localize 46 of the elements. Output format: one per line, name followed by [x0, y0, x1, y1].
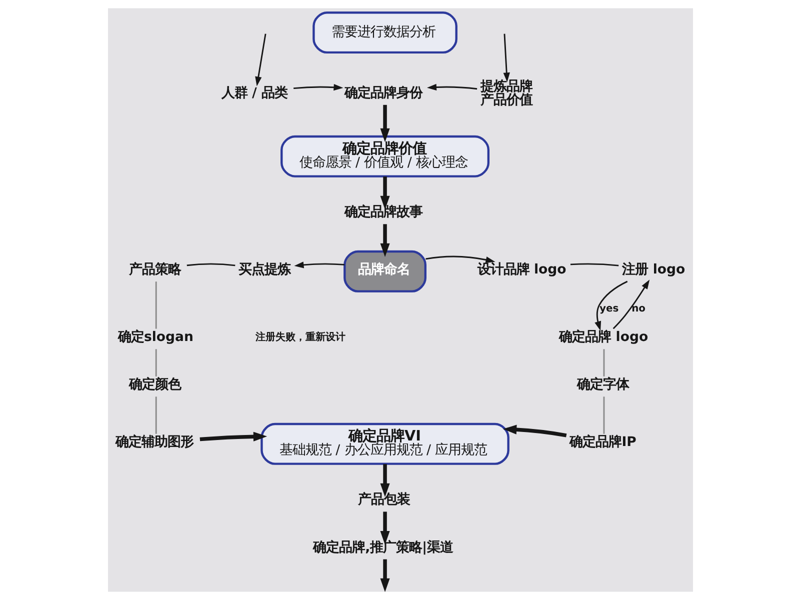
node-text: 确定slogan	[117, 330, 193, 346]
node-text: 确定品牌IP	[569, 435, 636, 450]
arrow	[502, 34, 510, 82]
arrow	[380, 176, 390, 210]
node-box: 品牌命名	[343, 250, 426, 292]
arrow	[380, 512, 390, 545]
arrow	[292, 84, 343, 91]
connector	[154, 349, 156, 376]
arrow	[425, 256, 495, 264]
connector	[570, 263, 618, 266]
node-box: 确定品牌VI 基础规范 / 办公应用规范 / 应用规范	[260, 422, 509, 465]
node-box: 确定品牌价值 使命愿景 / 价值观 / 核心理念	[280, 135, 490, 178]
connector	[154, 396, 156, 434]
arrow	[294, 262, 344, 268]
node-text: 产品策略	[128, 262, 181, 278]
arrow	[502, 424, 566, 438]
connector	[602, 349, 604, 376]
arrow	[426, 84, 477, 91]
arrow	[380, 224, 390, 257]
node-text: 确定品牌故事	[344, 205, 422, 220]
node-text: 买点提炼	[238, 262, 290, 278]
connector	[602, 396, 604, 434]
connector	[186, 263, 235, 266]
node-box: 需要进行数据分析	[312, 12, 457, 54]
node-text: 确定品牌 logo	[558, 330, 648, 346]
node-text: 产品包装	[357, 492, 410, 508]
arrow	[380, 559, 390, 592]
arrow	[594, 280, 628, 331]
arrow	[612, 280, 650, 330]
arrow	[254, 34, 266, 86]
label: 注册失败，重新设计	[255, 332, 346, 344]
node-text: 确定品牌身份	[344, 86, 422, 101]
node-text: 人群 / 品类	[220, 86, 287, 101]
node-text: 确定品牌,推广策略|渠道	[312, 540, 453, 556]
node-text: 设计品牌 logo	[476, 262, 566, 278]
node-text: 确定颜色	[128, 378, 181, 393]
connector	[154, 282, 156, 329]
node-text: 确定字体	[576, 378, 628, 393]
edge-label: yes	[599, 303, 618, 314]
node-text: 提炼品牌产品价值	[480, 80, 532, 108]
arrow	[380, 104, 390, 142]
edge-label: no	[631, 303, 646, 314]
node-text: 注册 logo	[622, 262, 685, 278]
arrow	[380, 464, 390, 498]
arrow	[199, 432, 267, 442]
node-text: 确定辅助图形	[115, 435, 194, 450]
